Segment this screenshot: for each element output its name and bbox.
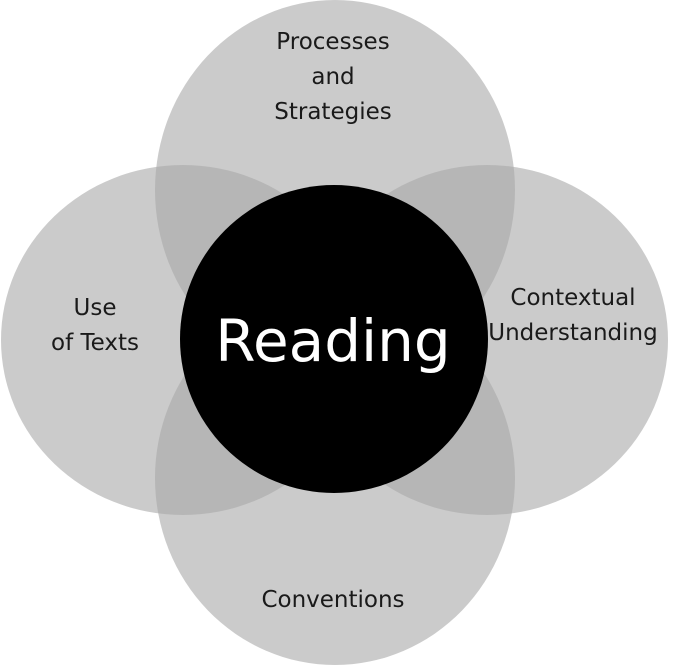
- label-left-line-2: of Texts: [51, 330, 139, 356]
- label-right: Contextual Understanding: [488, 281, 657, 351]
- label-top-line-1: Processes: [276, 29, 390, 55]
- label-top-line-3: Strategies: [274, 99, 392, 125]
- label-bottom-line-1: Conventions: [261, 587, 405, 613]
- label-top: Processes and Strategies: [274, 25, 391, 130]
- center-label: Reading: [215, 307, 451, 375]
- label-right-line-2: Understanding: [488, 320, 658, 346]
- label-left-line-1: Use: [73, 295, 117, 321]
- center-circle: [180, 185, 488, 493]
- label-top-line-2: and: [311, 64, 355, 90]
- label-bottom: Conventions: [261, 583, 404, 618]
- label-left: Use of Texts: [51, 291, 139, 361]
- label-right-line-1: Contextual: [510, 285, 636, 311]
